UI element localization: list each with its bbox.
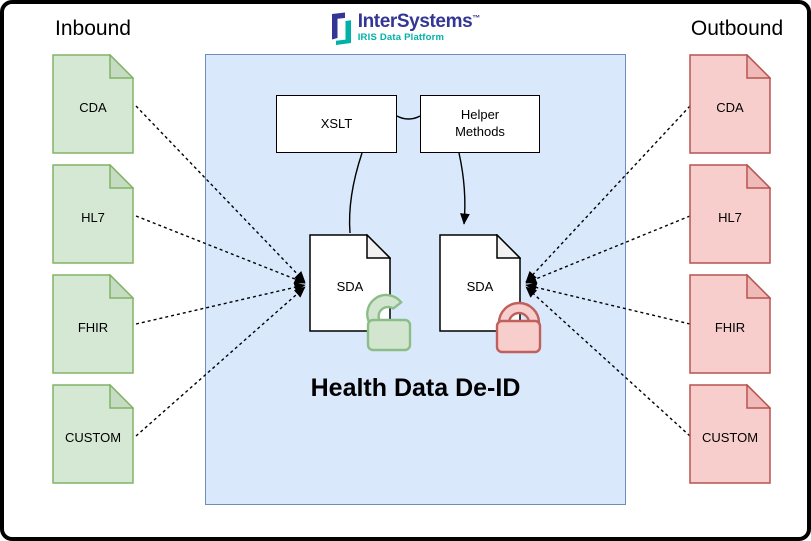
xslt-label: XSLT (320, 115, 353, 131)
intersystems-logo: InterSystems™ IRIS Data Platform (4, 12, 807, 46)
inbound-doc-hl7: HL7 (52, 164, 134, 264)
trademark-symbol: ™ (472, 13, 481, 23)
outbound-header: Outbound (690, 17, 784, 40)
document-icon (52, 274, 134, 374)
sda-source-doc: SDA (309, 234, 391, 332)
document-icon (689, 384, 771, 484)
document-icon (52, 54, 134, 154)
arrow-inbound-custom-to-sda (135, 286, 306, 437)
document-icon (689, 164, 771, 264)
document-icon (52, 164, 134, 264)
deid-pipeline-container (205, 54, 626, 505)
arrow-inbound-hl7-to-sda (135, 215, 306, 284)
document-icon (52, 384, 134, 484)
arrow-outbound-fhir-sda (525, 282, 691, 325)
curve-xslt-to-sda (348, 152, 363, 234)
outbound-doc-custom: CUSTOM (689, 384, 771, 484)
xslt-box: XSLT (276, 95, 397, 153)
outbound-doc-hl7: HL7 (689, 164, 771, 264)
curve-helper-to-sda (458, 152, 470, 225)
logo-brand-text: InterSystems™ (357, 11, 481, 32)
curve-xslt-to-helper (396, 115, 421, 120)
helper-methods-box: Helper Methods (420, 95, 540, 153)
arrow-outbound-cda-sda (525, 105, 691, 283)
document-icon (689, 274, 771, 374)
pipeline-title: Health Data De-ID (310, 374, 521, 402)
inbound-doc-fhir: FHIR (52, 274, 134, 374)
arrow-outbound-hl7-sda (525, 215, 691, 284)
sda-deid-doc: SDA (439, 234, 521, 332)
document-icon (689, 54, 771, 154)
helper-methods-label: Helper Methods (455, 107, 505, 139)
inbound-doc-cda: CDA (52, 54, 134, 154)
intersystems-logo-icon (331, 12, 351, 45)
inbound-header: Inbound (55, 17, 131, 40)
outbound-doc-cda: CDA (689, 54, 771, 154)
logo-platform-text: IRIS Data Platform (357, 32, 445, 43)
arrow-inbound-cda-to-sda (135, 105, 306, 283)
connector-lines (135, 105, 691, 437)
arrow-inbound-fhir-to-sda (135, 282, 306, 325)
inbound-doc-custom: CUSTOM (52, 384, 134, 484)
arrow-outbound-custom-sda (525, 286, 691, 437)
outbound-doc-fhir: FHIR (689, 274, 771, 374)
